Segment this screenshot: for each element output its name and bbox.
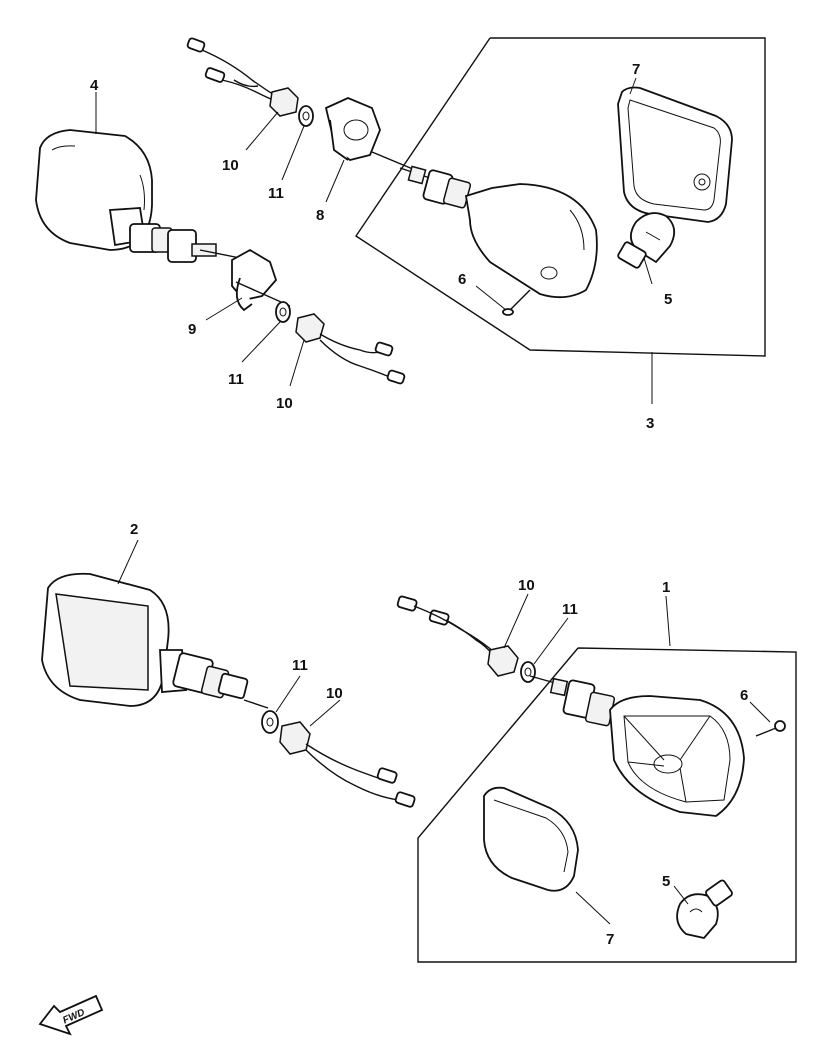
callout-upper-left-bracket: 8: [316, 207, 324, 224]
callout-upper-lens-glass: 7: [632, 61, 640, 78]
leader-lines: [95, 77, 771, 925]
callout-upper-mid-nut: 10: [276, 395, 293, 412]
lower-assembly-box: [417, 647, 797, 963]
lower-right-washer: [520, 661, 536, 683]
upper-bulb-5: [617, 212, 676, 269]
fwd-arrow-icon: FWD: [38, 994, 104, 1036]
upper-screw-6: [502, 289, 531, 316]
lower-left-washer: [261, 710, 279, 734]
callout-lower-screw: 6: [740, 687, 748, 704]
upper-lens-glass-7: [617, 86, 733, 223]
callout-upper-mid-washer: 11: [228, 371, 244, 388]
callout-lower-bulb: 5: [662, 873, 670, 890]
callout-upper-left-lens: 4: [90, 77, 99, 94]
upper-mid-nut: [295, 313, 325, 343]
upper-bracket-8: [324, 97, 421, 173]
callout-labels: 4 10 11 8 9 11 10 3 7 6 5 2 11 10 10 11 …: [90, 61, 748, 948]
upper-wire-harness-bottom: [319, 333, 406, 385]
upper-left-nut: [269, 87, 299, 117]
lower-left-wire-harness: [305, 743, 416, 808]
upper-assembly-box: [355, 37, 766, 357]
lower-right-wire-harness: [396, 595, 495, 657]
callout-lower-left-washer: 11: [292, 657, 308, 674]
callout-upper-left-washer: 11: [268, 185, 284, 202]
upper-right-turn-signal: [399, 165, 598, 299]
callout-upper-mid-bracket: 9: [188, 321, 196, 338]
callout-upper-bulb: 5: [664, 291, 672, 308]
lower-bulb-5: [676, 879, 733, 939]
callout-lower-lens-glass: 7: [606, 931, 614, 948]
upper-wire-harness-top: [186, 37, 283, 105]
lower-lens-glass-7: [483, 786, 579, 892]
upper-left-washer: [298, 105, 314, 127]
lower-screw-6: [755, 720, 786, 737]
lower-right-turn-signal: [529, 675, 745, 817]
upper-mid-washer: [275, 301, 291, 323]
lower-left-nut: [279, 721, 311, 755]
callout-upper-assembly: 3: [646, 415, 654, 432]
callout-lower-left-nut: 10: [326, 685, 343, 702]
lower-right-nut: [487, 645, 519, 677]
callout-lower-left-lens: 2: [130, 521, 138, 538]
callout-upper-left-nut: 10: [222, 157, 239, 174]
lower-left-turn-signal: [41, 572, 269, 709]
callout-lower-assembly: 1: [662, 579, 670, 596]
callout-lower-right-washer: 11: [562, 601, 578, 618]
upper-left-turn-signal: [35, 129, 241, 263]
callout-lower-right-nut: 10: [518, 577, 535, 594]
callout-upper-screw: 6: [458, 271, 466, 288]
upper-bracket-9: [231, 248, 291, 312]
